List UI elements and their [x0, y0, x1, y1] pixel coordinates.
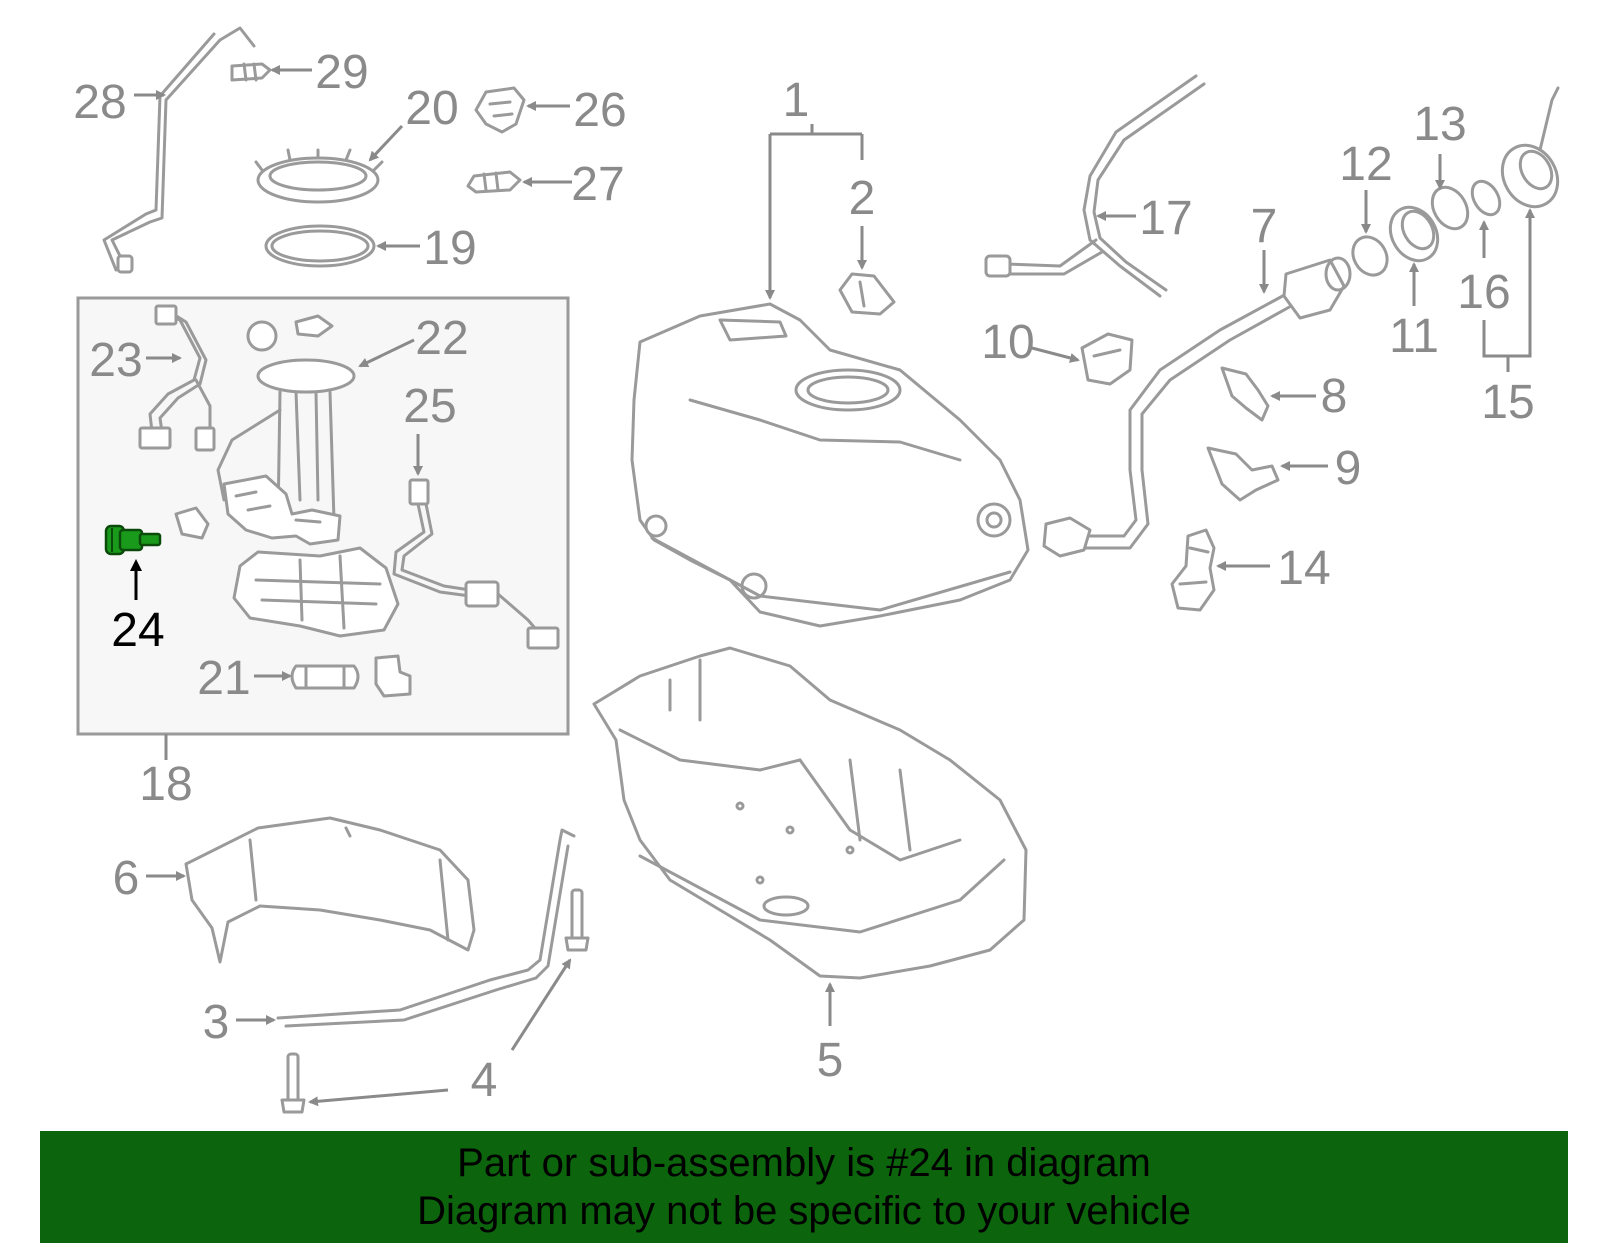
part-9-bracket [1206, 446, 1280, 502]
part-12-seal [1351, 235, 1389, 277]
part-4-bolt-lower [280, 1052, 306, 1114]
leader-10 [1031, 346, 1080, 363]
callout-6: 6 [113, 852, 140, 905]
callout-12: 12 [1339, 138, 1392, 191]
part-22-fuel-pump-module [216, 314, 356, 546]
part-17-vent-tube [984, 74, 1206, 298]
part-5-tank-shield [592, 646, 1028, 980]
part-15-fuel-cap [1500, 86, 1560, 209]
part-27-clip [466, 170, 522, 194]
part-21-pump [290, 654, 412, 698]
info-banner: Part or sub-assembly is #24 in diagram D… [40, 1131, 1568, 1243]
callout-11: 11 [1389, 310, 1439, 363]
callout-24: 24 [111, 604, 164, 657]
part-19-gasket [264, 224, 376, 268]
part-25-sensor-wire [392, 478, 560, 650]
leader-4-upper [510, 958, 572, 1051]
part-2-valve [838, 272, 896, 316]
part-24-fitting-highlighted[interactable] [104, 524, 162, 556]
callout-7: 7 [1251, 200, 1278, 253]
leader-20 [368, 124, 404, 162]
part-8-bracket [1220, 366, 1270, 422]
part-26-bracket [474, 86, 526, 134]
part-23-wire-harness [138, 304, 216, 452]
part-14-valve [1170, 528, 1216, 612]
callout-4: 4 [471, 1054, 498, 1107]
callout-20: 20 [405, 82, 458, 135]
callout-15: 15 [1481, 376, 1534, 429]
callout-14: 14 [1277, 542, 1330, 595]
callout-25: 25 [403, 380, 456, 433]
part-11-retainer [1388, 205, 1440, 263]
callout-16: 16 [1457, 266, 1510, 319]
callout-19: 19 [423, 222, 476, 275]
part-clip-near-24 [174, 506, 210, 540]
callout-23: 23 [89, 334, 142, 387]
callout-1: 1 [783, 74, 810, 127]
callout-28: 28 [73, 76, 126, 129]
leader-22 [358, 338, 415, 368]
banner-line-disclaimer: Diagram may not be specific to your vehi… [417, 1189, 1191, 1233]
callout-13: 13 [1413, 98, 1466, 151]
leader-4-lower [308, 1088, 449, 1107]
part-10-connector [1080, 332, 1134, 386]
part-sender-bracket [232, 546, 400, 638]
callout-18: 18 [139, 758, 192, 811]
part-7-filler-pipe [1042, 256, 1352, 558]
part-16-seal [1470, 179, 1502, 217]
part-3-tank-strap [276, 828, 576, 1028]
callout-26: 26 [573, 84, 626, 137]
callout-21: 21 [197, 652, 250, 705]
callout-10: 10 [981, 316, 1034, 369]
part-20-lock-ring [254, 148, 384, 204]
callout-27: 27 [571, 158, 624, 211]
part-1-fuel-tank [630, 302, 1030, 628]
callout-17: 17 [1139, 192, 1192, 245]
part-6-heat-shield [184, 816, 476, 964]
banner-line-part-number: Part or sub-assembly is #24 in diagram [457, 1141, 1151, 1185]
callout-29: 29 [315, 46, 368, 99]
callout-8: 8 [1321, 370, 1348, 423]
callout-2: 2 [849, 172, 876, 225]
part-4-bolt-upper [564, 888, 590, 952]
callout-3: 3 [203, 996, 230, 1049]
part-29-clip [230, 62, 272, 82]
callout-9: 9 [1335, 442, 1362, 495]
part-28-fuel-line [102, 26, 256, 274]
callout-22: 22 [415, 312, 468, 365]
callout-5: 5 [817, 1034, 844, 1087]
